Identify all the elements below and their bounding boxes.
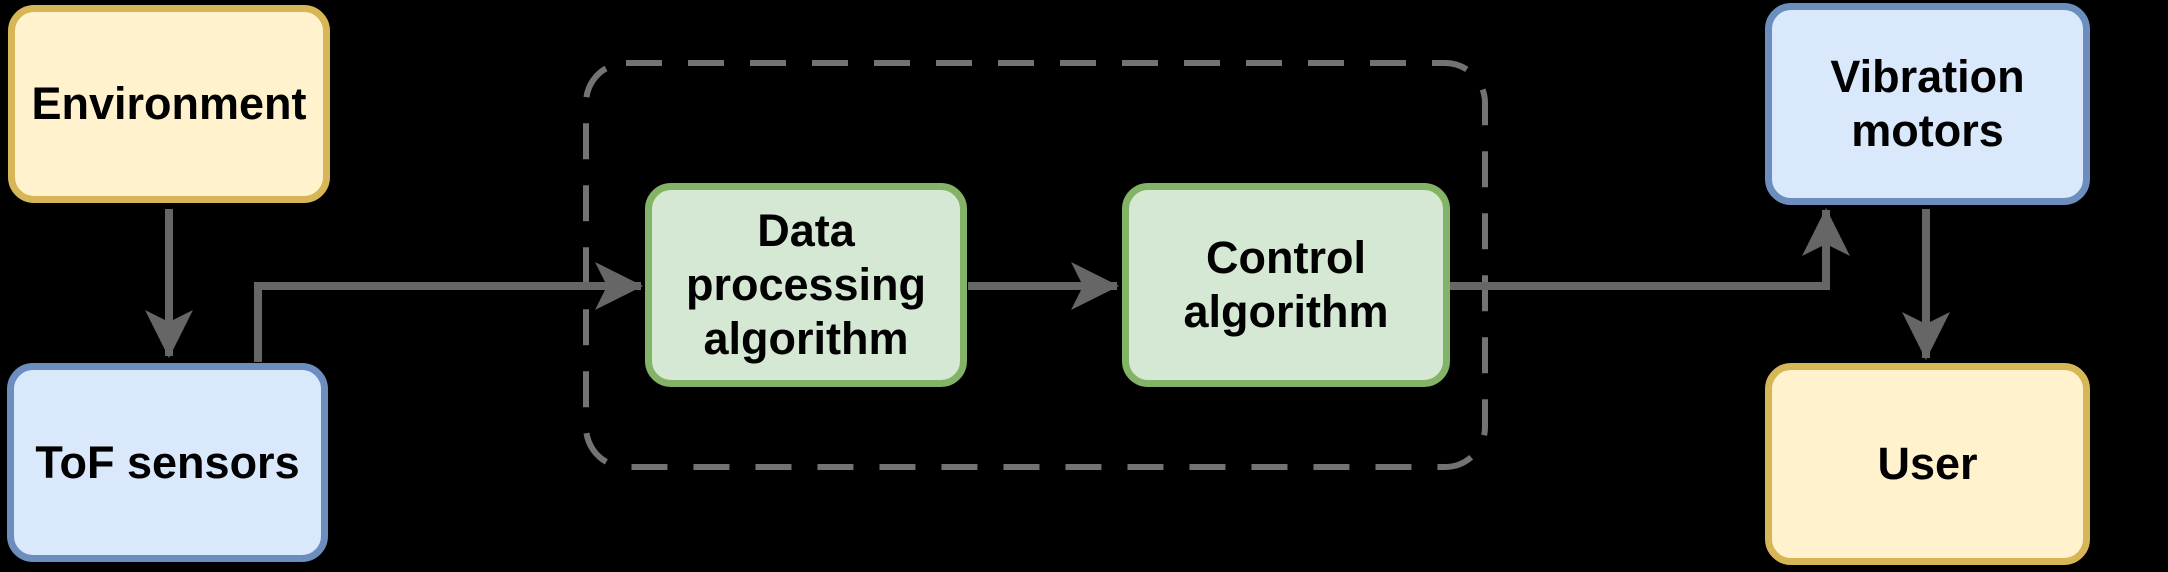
node-vibration-motors: Vibration motors — [1765, 3, 2090, 205]
node-environment-label: Environment — [31, 78, 307, 129]
node-tof-sensors: ToF sensors — [7, 363, 328, 562]
node-user-label: User — [1877, 438, 1978, 489]
node-environment: Environment — [8, 5, 330, 203]
node-tof-sensors-label: ToF sensors — [35, 436, 300, 488]
edge-control-to-vibration-motors — [1450, 208, 1850, 290]
node-control-algorithm: Control algorithm — [1122, 183, 1450, 387]
edge-tof-to-data-processing — [254, 262, 643, 362]
node-control-algorithm-label: Control algorithm — [1183, 232, 1389, 337]
node-user: User — [1765, 363, 2090, 565]
node-data-processing-algorithm-label: Data processing algorithm — [685, 205, 927, 364]
node-data-processing-algorithm: Data processing algorithm — [645, 183, 967, 387]
node-vibration-motors-label: Vibration motors — [1830, 51, 2025, 156]
